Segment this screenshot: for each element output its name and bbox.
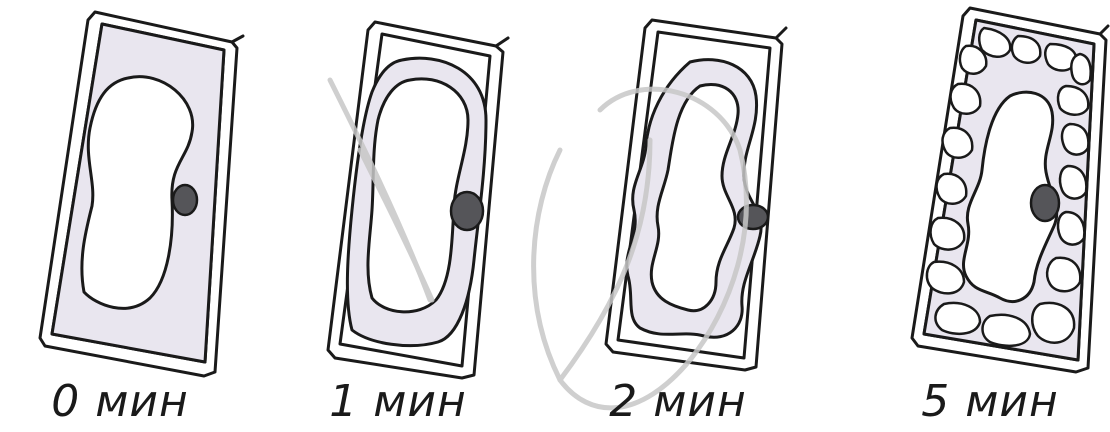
time-label-1: 1 мин [308,376,488,428]
nucleus [738,205,768,229]
time-label-0: 0 мин [30,376,210,428]
nucleus [451,192,483,230]
time-label-3: 5 мин [900,376,1080,428]
time-label-2: 2 мин [588,376,768,428]
cell-2-min [606,20,786,370]
cell-0-min [40,12,243,376]
nucleus [1031,185,1059,221]
cell-5-min [912,8,1108,372]
cell-1-min [328,22,508,378]
nucleus [173,185,197,215]
